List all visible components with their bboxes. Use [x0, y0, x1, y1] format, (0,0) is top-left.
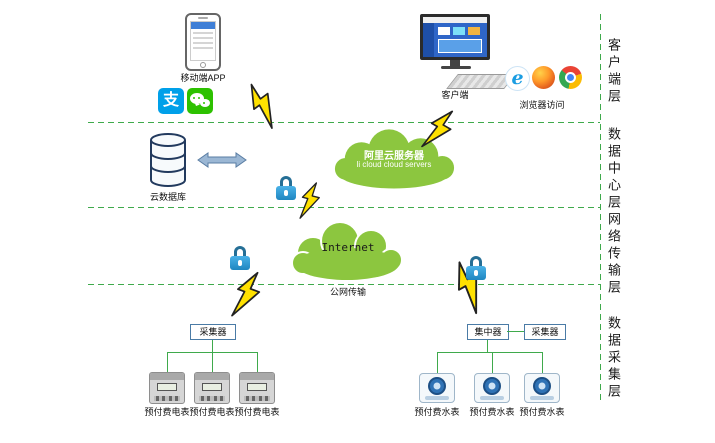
wechat-icon [187, 88, 213, 114]
ie-glyph: e [511, 67, 524, 89]
cloud-db-label: 云数据库 [149, 192, 186, 202]
phone-screen [190, 21, 216, 61]
electric-meter-label: 预付费电表 [189, 407, 235, 417]
client-label: 客户端 [441, 90, 469, 100]
sync-arrow-icon [197, 151, 247, 169]
collector-right-box: 采集器 [524, 324, 566, 340]
monitor-base [441, 66, 471, 69]
wire [212, 352, 213, 372]
firefox-browser-icon [532, 66, 555, 89]
phone-home-button [200, 62, 206, 68]
electric-meter-icon [239, 372, 275, 404]
monitor-icon [420, 14, 490, 60]
lightning-icon [416, 103, 463, 158]
electric-meter-icon [194, 372, 230, 404]
lock-icon [276, 176, 296, 202]
concentrator-box: 集中器 [467, 324, 509, 340]
browser-access-label: 浏览器访问 [519, 100, 565, 110]
alipay-icon: 支 [158, 88, 184, 114]
electric-meter-icon [149, 372, 185, 404]
internet-label: Internet [321, 241, 375, 254]
layer-label-acquisition: 数据采集层 [606, 316, 621, 401]
mobile-app-label: 移动端APP [180, 73, 226, 83]
electric-meter-label: 预付费电表 [144, 407, 190, 417]
ali-cloud-subtitle: li cloud cloud servers [356, 160, 432, 169]
layer-divider-2 [88, 207, 600, 208]
cloud-database-icon [148, 131, 188, 189]
wire [437, 352, 438, 373]
water-meter-label: 预付费水表 [519, 407, 565, 417]
water-meter-label: 预付费水表 [469, 407, 515, 417]
lock-icon [466, 256, 486, 282]
wire [487, 340, 488, 352]
layer-divider-3 [88, 284, 600, 285]
lightning-icon [225, 266, 269, 324]
water-meter-icon [419, 373, 455, 403]
layer-label-network: 网络传输层 [606, 212, 621, 297]
wire [437, 352, 543, 353]
ali-cloud-title: 阿里云服务器 [364, 151, 424, 162]
lock-icon [230, 246, 250, 272]
collector-left-box: 采集器 [190, 324, 236, 340]
water-meter-icon [474, 373, 510, 403]
lightning-icon [238, 77, 289, 133]
mobile-phone-icon [185, 13, 221, 71]
layer-label-client: 客户端层 [606, 38, 621, 106]
water-meter-icon [524, 373, 560, 403]
wire [507, 331, 524, 332]
ali-cloud-server: 阿里云服务器 li cloud cloud servers [330, 123, 458, 191]
phone-speaker [198, 17, 208, 19]
internet-cloud-shape [291, 221, 403, 280]
internet-cloud: Internet [283, 213, 413, 285]
monitor-stand [450, 60, 460, 66]
wire [542, 352, 543, 373]
wire [257, 352, 258, 372]
water-meter-label: 预付费水表 [414, 407, 460, 417]
layer-divider-1 [88, 122, 600, 123]
layer-divider-vertical [600, 14, 601, 404]
wire [212, 340, 213, 352]
public-transmission-label: 公网传输 [329, 287, 366, 297]
ali-cloud-shape [334, 129, 455, 189]
lightning-icon [294, 179, 325, 223]
chrome-browser-icon [559, 66, 582, 89]
wire [167, 352, 168, 372]
ie-browser-icon: e [505, 66, 530, 91]
electric-meter-label: 预付费电表 [234, 407, 280, 417]
layer-label-data-center: 数据中心层 [606, 127, 621, 212]
wire [492, 352, 493, 373]
